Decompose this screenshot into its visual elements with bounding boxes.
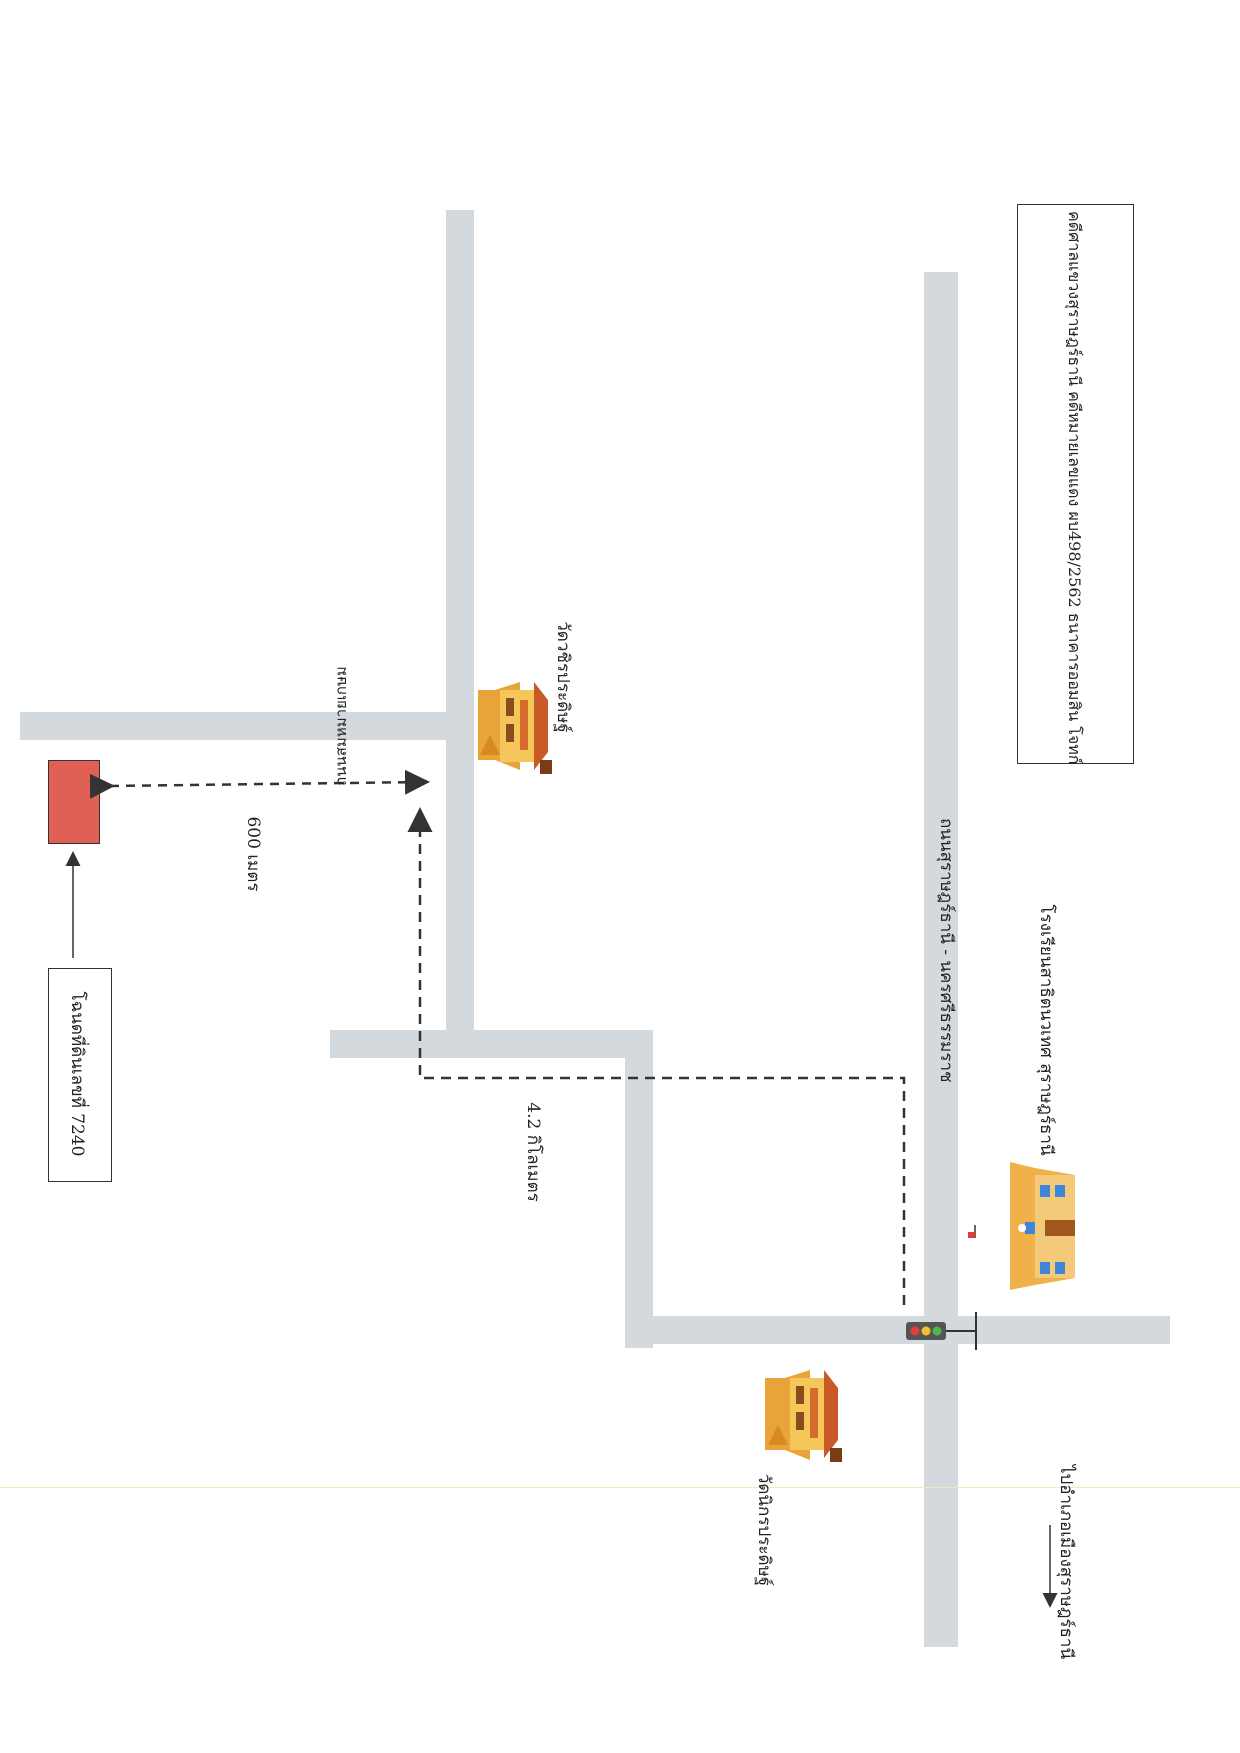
temple-bottom-label: วัดนิกรประดิษฐ์ <box>754 1473 774 1587</box>
school-label: โรงเรียนสาธิตนวเทศ สุราษฎร์ธานี <box>1036 904 1056 1156</box>
side-road-label: ถนนสมหมายเกษม <box>332 666 350 786</box>
case-info-text: คดีศาลแขวงสุราษฎร์ธานี คดีหมายเลขแดง ผบ4… <box>1065 211 1084 765</box>
distance-4-2km-label: 4.2 กิโลเมตร <box>523 1102 543 1202</box>
road-side-horizontal <box>20 712 456 740</box>
route-4-2km-path <box>407 807 906 1305</box>
main-road-label: ถนนสุราษฎร์ธานี - นครศรีธรรมราช <box>936 818 956 1083</box>
road-upper-vertical <box>446 210 474 1040</box>
road-middle-vertical <box>625 1030 653 1348</box>
distance-600m-arrow <box>89 769 430 799</box>
distance-600m-label: 600 เมตร <box>243 816 263 892</box>
traffic-light-icon <box>906 1312 977 1350</box>
temple-bottom-icon <box>765 1370 842 1462</box>
plot-label-text: โฉนดที่ดินเลขที่ 7240 <box>67 991 87 1157</box>
scan-line <box>0 1487 1240 1488</box>
case-info-box <box>1017 204 1134 764</box>
temple-top-icon <box>478 682 552 774</box>
road-lower-horizontal <box>625 1316 1170 1344</box>
road-connector-horizontal <box>330 1030 648 1058</box>
temple-top-label: วัดวชิรประดิษฐ์ <box>553 621 573 733</box>
road-main-vertical <box>924 272 958 1647</box>
plot-label-box <box>48 968 112 1182</box>
direction-to-city-label: ไปอำเภอเมืองสุราษฎร์ธานี <box>1056 1464 1076 1660</box>
school-icon <box>968 1162 1075 1290</box>
